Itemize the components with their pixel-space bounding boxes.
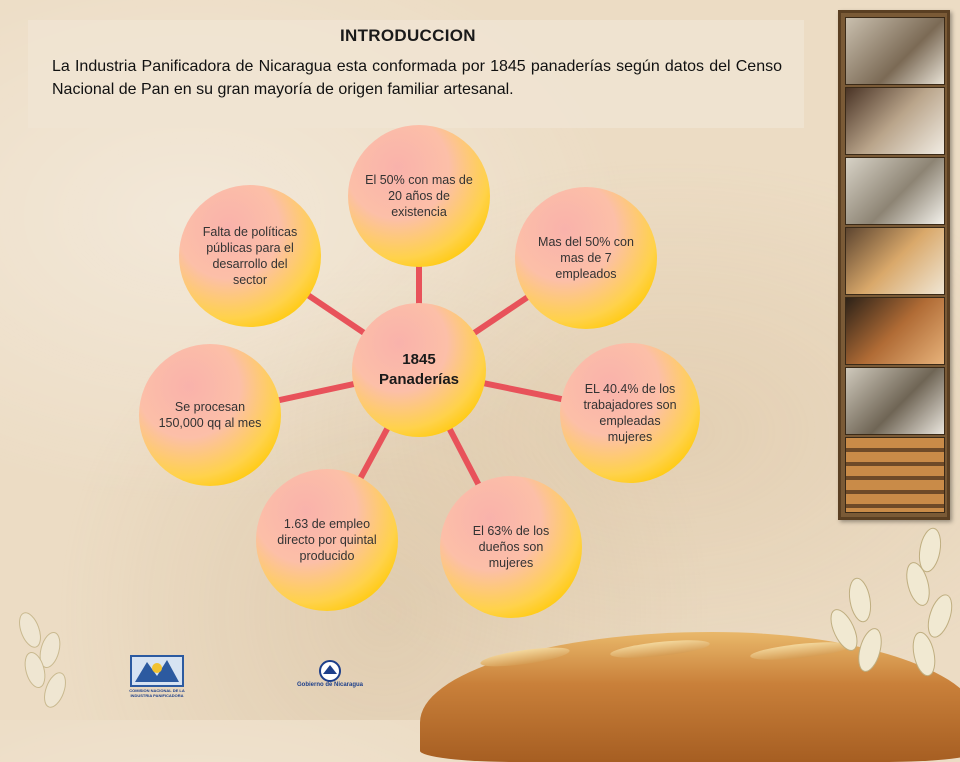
bakery-photo (845, 17, 945, 85)
gobierno-logo-caption: Gobierno de Nicaragua (296, 682, 363, 688)
bakery-photo (845, 367, 945, 435)
hub-diagram (139, 125, 700, 618)
bakery-photo (845, 87, 945, 155)
node-label-right: EL 40.4% de los trabajadores son emplead… (583, 382, 677, 444)
center-count: 1845 (402, 351, 436, 368)
node-label-left: Se procesan 150,000 qq al mes (158, 400, 262, 430)
bakery-photo (845, 227, 945, 295)
node-label-lower-left: 1.63 de empleo directo por quintal produ… (277, 517, 377, 563)
bubble-center (352, 303, 486, 437)
gobierno-logo: Gobierno de Nicaragua (290, 660, 370, 706)
bakery-photo (845, 297, 945, 365)
node-label-top: El 50% con mas de 20 años de existencia (365, 173, 473, 219)
center-label: 1845 Panaderías (352, 303, 486, 437)
wheat-right-icon (830, 527, 953, 677)
bubble-n-left (139, 344, 281, 486)
bubble-n-top (348, 125, 490, 267)
bakery-photo (845, 157, 945, 225)
bakery-photo-strip (838, 10, 950, 520)
intro-title: INTRODUCCION (340, 26, 476, 45)
bubble-n-upper-left (179, 185, 321, 327)
intro-text: La Industria Panificadora de Nicaragua e… (52, 58, 782, 98)
bubble-n-upper-right (515, 187, 657, 329)
comision-logo-caption: COMISION NACIONAL DE LA INDUSTRIA PANIFI… (129, 688, 185, 698)
intro-panel (28, 20, 804, 128)
gobierno-emblem-icon (319, 660, 341, 682)
bakery-photo (845, 437, 945, 513)
wheat-left-icon (19, 612, 66, 708)
center-caption: Panaderías (378, 371, 460, 388)
bubble-n-lower-left (256, 469, 398, 611)
comision-logo-icon (130, 655, 184, 687)
node-label-lower-right: El 63% de los dueños son mujeres (472, 524, 550, 570)
bubble-n-lower-right (440, 476, 582, 618)
comision-logo: COMISION NACIONAL DE LA INDUSTRIA PANIFI… (124, 650, 190, 704)
node-label-upper-left: Falta de políticas públicas para el desa… (202, 225, 298, 287)
node-label-upper-right: Mas del 50% con mas de 7 empleados (538, 235, 634, 281)
bubble-n-right (560, 343, 700, 483)
bubble-group (139, 125, 700, 618)
